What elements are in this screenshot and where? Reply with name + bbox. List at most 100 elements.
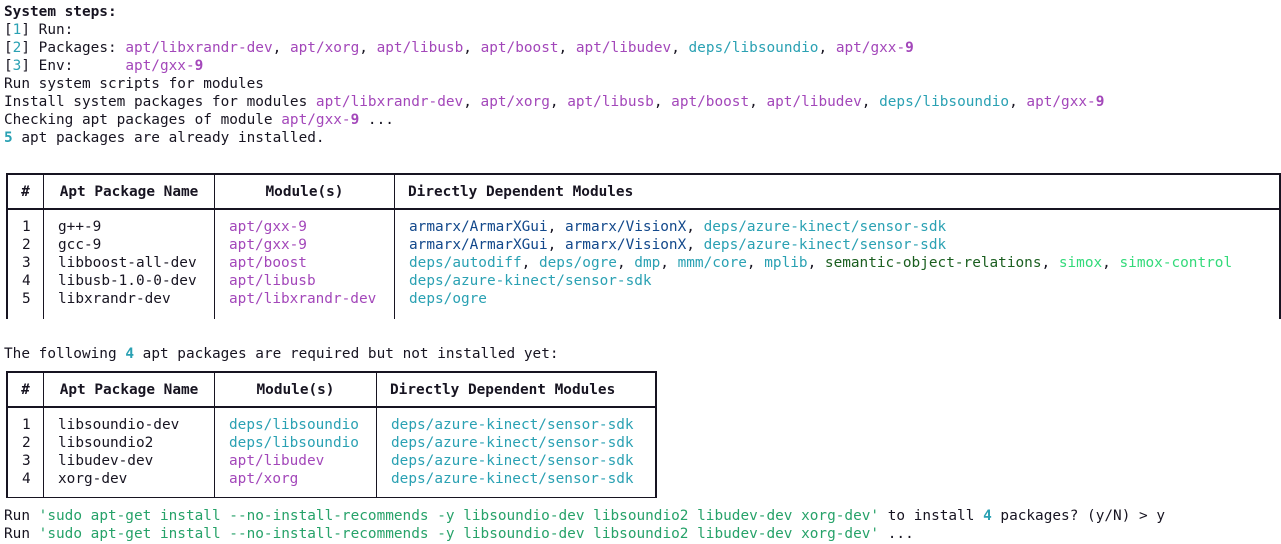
env-value-prefix: apt/gxx- [125,58,195,74]
missing-summary: The following 4 apt packages are require… [4,345,559,363]
install-command: 'sudo apt-get install --no-install-recom… [38,508,880,524]
table-header: # Apt Package Name Module(s) Directly De… [6,371,657,408]
module-ref: deps/libsoundio [229,417,359,433]
row-number: 3 [22,453,31,469]
dependent-modules: deps/azure-kinect/sensor-sdk [391,471,634,487]
step-index: 3 [12,58,22,74]
package-ref: apt/libxrandr-dev [125,40,273,56]
row-number: 1 [22,219,31,235]
prompt-answer[interactable]: packages? (y/N) > y [1000,508,1166,524]
package-ref: apt/libusb [567,94,654,110]
col-header: Directly Dependent Modules [390,381,616,398]
module-ref: armarx/VisionX [564,237,687,253]
installed-table: # Apt Package Name Module(s) Directly De… [6,173,1281,319]
package-ref: apt/libudev [766,94,862,110]
log-text: Checking apt packages of module [4,112,273,128]
column-divider [394,173,395,319]
dependent-modules: deps/azure-kinect/sensor-sdk [391,417,634,433]
row-number: 4 [22,273,31,289]
row-number: 1 [22,417,31,433]
install-command: 'sudo apt-get install --no-install-recom… [38,526,880,542]
env-value-suffix: 9 [194,58,204,74]
step-label: Packages: [38,40,117,56]
col-header: Directly Dependent Modules [408,183,634,200]
module-ref: apt/boost [229,255,307,271]
column-divider [214,371,215,497]
package-name: libxrandr-dev [58,291,171,307]
column-divider [376,371,377,497]
column-divider [43,173,44,319]
package-ref: apt/xorg [289,40,360,56]
package-ref: apt/libxrandr-dev [315,94,464,110]
module-ref: deps/ogre [538,255,617,271]
install-prompt: Run 'sudo apt-get install --no-install-r… [4,507,1165,525]
module-ref: apt/libxrandr-dev [229,291,377,307]
package-ref: deps/libsoundio [879,94,1010,110]
module-ref: armarx/ArmarXGui [409,237,548,253]
package-ref: apt/libusb [376,40,464,56]
log-text: Install system packages for modules [4,94,308,110]
row-number: 2 [22,435,31,451]
package-count: 4 [983,508,992,524]
log-text: apt packages are required but not instal… [142,346,559,362]
dependent-modules: armarx/ArmarXGui, armarx/VisionX, deps/a… [409,219,947,235]
package-name: xorg-dev [58,471,128,487]
system-steps-title: System steps: [4,4,117,20]
module-ref: apt/gxx-9 [229,237,307,253]
package-name: libsoundio2 [58,435,154,451]
missing-table: # Apt Package Name Module(s) Directly De… [6,371,657,498]
log-text: apt packages are already installed. [21,130,325,146]
module-ref: armarx/ArmarXGui [409,219,548,235]
package-ref: apt/boost [480,40,559,56]
module-ref: apt/gxx-9 [281,112,360,128]
log-text: Run [4,526,30,542]
column-divider [43,371,44,497]
module-ref: apt/libudev [229,453,325,469]
log-text: ... [367,112,394,128]
log-text: Run [4,508,30,524]
row-number: 4 [22,471,31,487]
package-ref: apt/gxx-9 [1026,94,1105,110]
module-ref: apt/libusb [229,273,316,289]
module-ref: mplib [764,255,808,271]
dependent-modules: deps/ogre [409,291,487,307]
col-header: Module(s) [256,381,335,398]
package-ref: apt/boost [671,94,750,110]
log-line: Install system packages for modules apt/… [4,94,1105,110]
log-text: to install [887,508,975,524]
env-value: apt/gxx-9 [125,58,203,74]
module-ref: semantic-object-relations [824,255,1042,271]
module-ref: deps/azure-kinect/sensor-sdk [703,219,947,235]
row-number: 5 [22,291,31,307]
package-ref: apt/xorg [480,94,550,110]
dependent-modules: deps/autodiff, deps/ogre, dmp, mmm/core,… [409,255,1233,271]
dependent-modules: deps/azure-kinect/sensor-sdk [391,453,634,469]
package-name: libudev-dev [58,453,154,469]
step-label: Run: [38,22,74,38]
module-ref: deps/libsoundio [229,435,359,451]
module-ref: mmm/core [677,255,747,271]
log-line: 5 apt packages are already installed. [4,129,325,147]
package-ref: apt/libudev [575,40,672,56]
package-name: libsoundio-dev [58,417,180,433]
package-ref: apt/gxx-9 [835,40,914,56]
log-text: ... [887,526,914,542]
step-run: [1] Run: [4,22,74,38]
col-header: Apt Package Name [59,183,199,200]
module-ref: simox-control [1119,255,1233,271]
dependent-modules: armarx/ArmarXGui, armarx/VisionX, deps/a… [409,237,947,253]
install-running: Run 'sudo apt-get install --no-install-r… [4,525,914,543]
log-line: Run system scripts for modules [4,76,264,92]
column-divider [214,173,215,319]
package-name: libusb-1.0-0-dev [58,273,197,289]
col-header: Apt Package Name [59,381,199,398]
log-line: Checking apt packages of module apt/gxx-… [4,111,394,129]
package-name: libboost-all-dev [58,255,197,271]
module-ref: apt/gxx-9 [229,219,307,235]
col-header: # [21,183,30,200]
module-ref: simox [1058,255,1103,271]
module-ref: apt/xorg [229,471,299,487]
step-packages: [2] Packages: apt/libxrandr-dev, apt/xor… [4,40,914,56]
missing-count: 4 [125,346,134,362]
step-index: 1 [12,22,22,38]
